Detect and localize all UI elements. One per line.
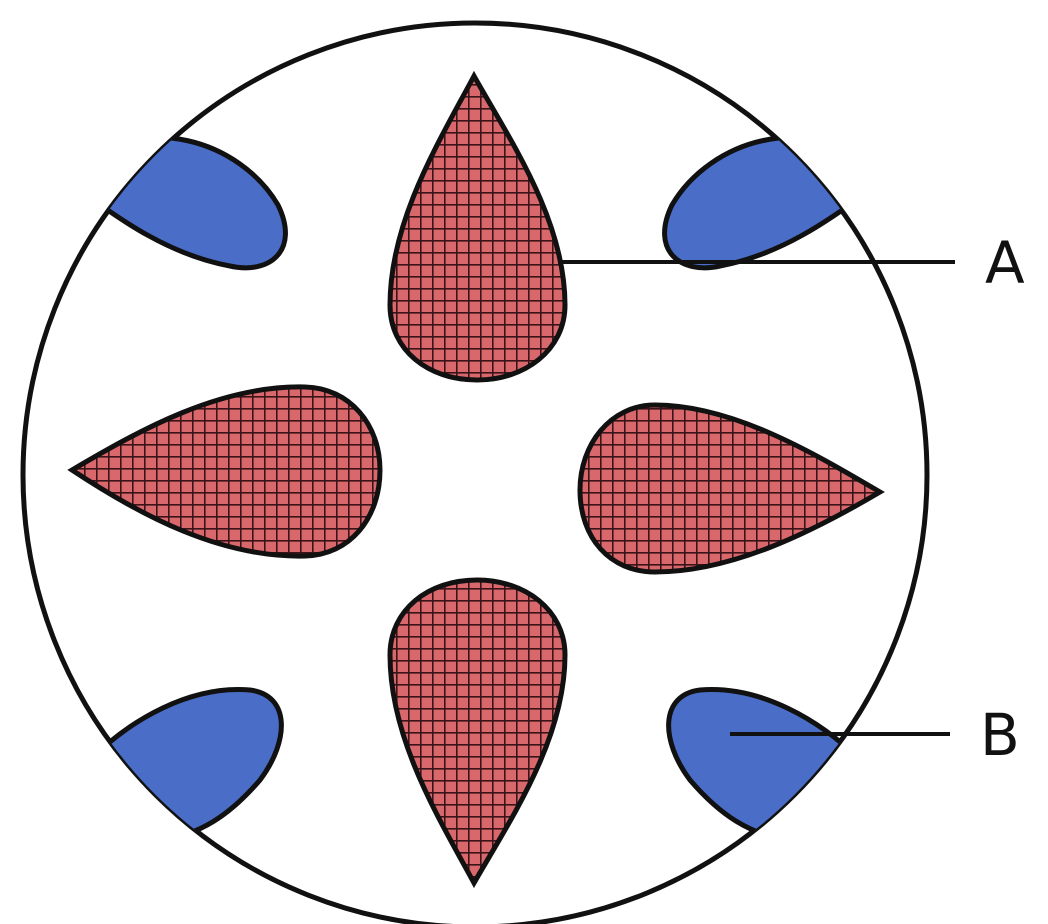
label-b: B [980,701,1020,769]
label-a: A [985,229,1025,297]
